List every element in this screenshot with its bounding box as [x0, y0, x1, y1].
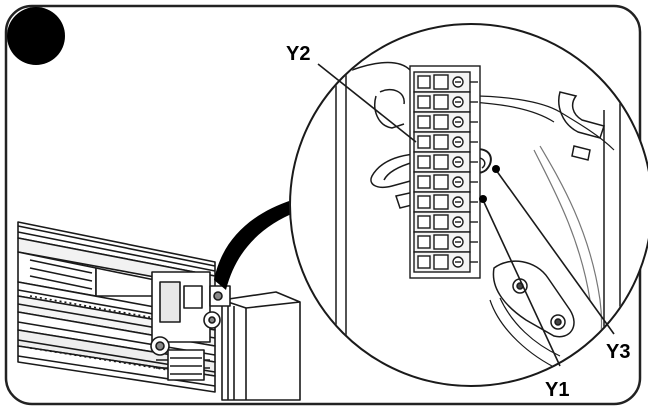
terminal-module	[413, 211, 478, 233]
terminal-module	[413, 171, 478, 193]
leader-dot-y3	[492, 165, 500, 173]
callout-y3: Y3	[606, 341, 630, 363]
terminal-module	[413, 71, 478, 93]
leader-y3	[495, 169, 615, 335]
terminal-module	[413, 131, 478, 153]
callout-y2: Y2	[286, 43, 310, 65]
leader-lines	[317, 63, 615, 367]
terminal-module	[413, 231, 478, 253]
leader-y2	[317, 63, 417, 143]
callout-y1: Y1	[545, 379, 569, 401]
terminal-block	[409, 65, 481, 279]
indoor-unit-drawing	[17, 221, 301, 401]
terminal-module	[413, 111, 478, 133]
terminal-module	[413, 91, 478, 113]
terminal-module	[413, 191, 478, 213]
zoom-pointer	[214, 200, 296, 290]
terminal-module	[413, 151, 478, 173]
step-marker	[7, 7, 65, 65]
leader-dot-y1	[479, 195, 487, 203]
leader-y1	[482, 199, 561, 367]
terminal-module	[413, 251, 478, 273]
magnified-detail	[289, 23, 648, 387]
